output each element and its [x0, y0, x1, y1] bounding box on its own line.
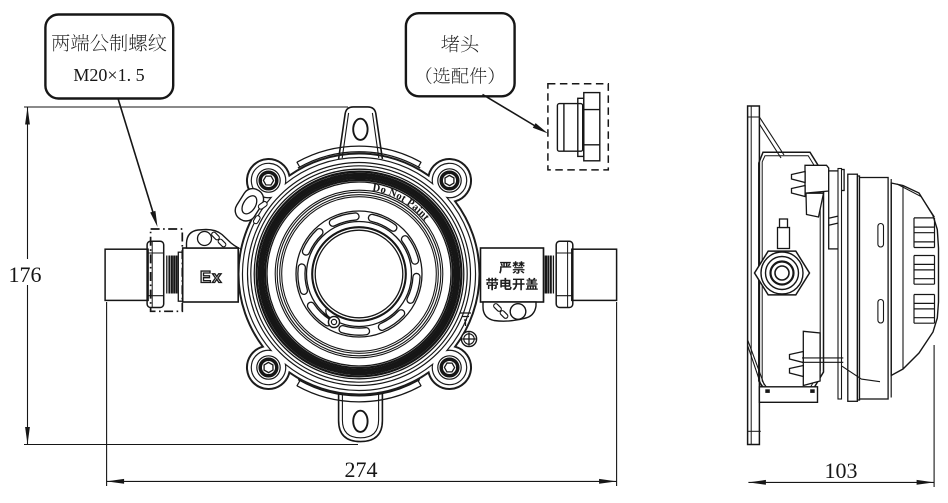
svg-text:103: 103 [825, 458, 858, 483]
svg-text:176: 176 [9, 262, 42, 287]
svg-text:274: 274 [345, 457, 378, 482]
svg-text:M20×1. 5: M20×1. 5 [73, 65, 144, 85]
